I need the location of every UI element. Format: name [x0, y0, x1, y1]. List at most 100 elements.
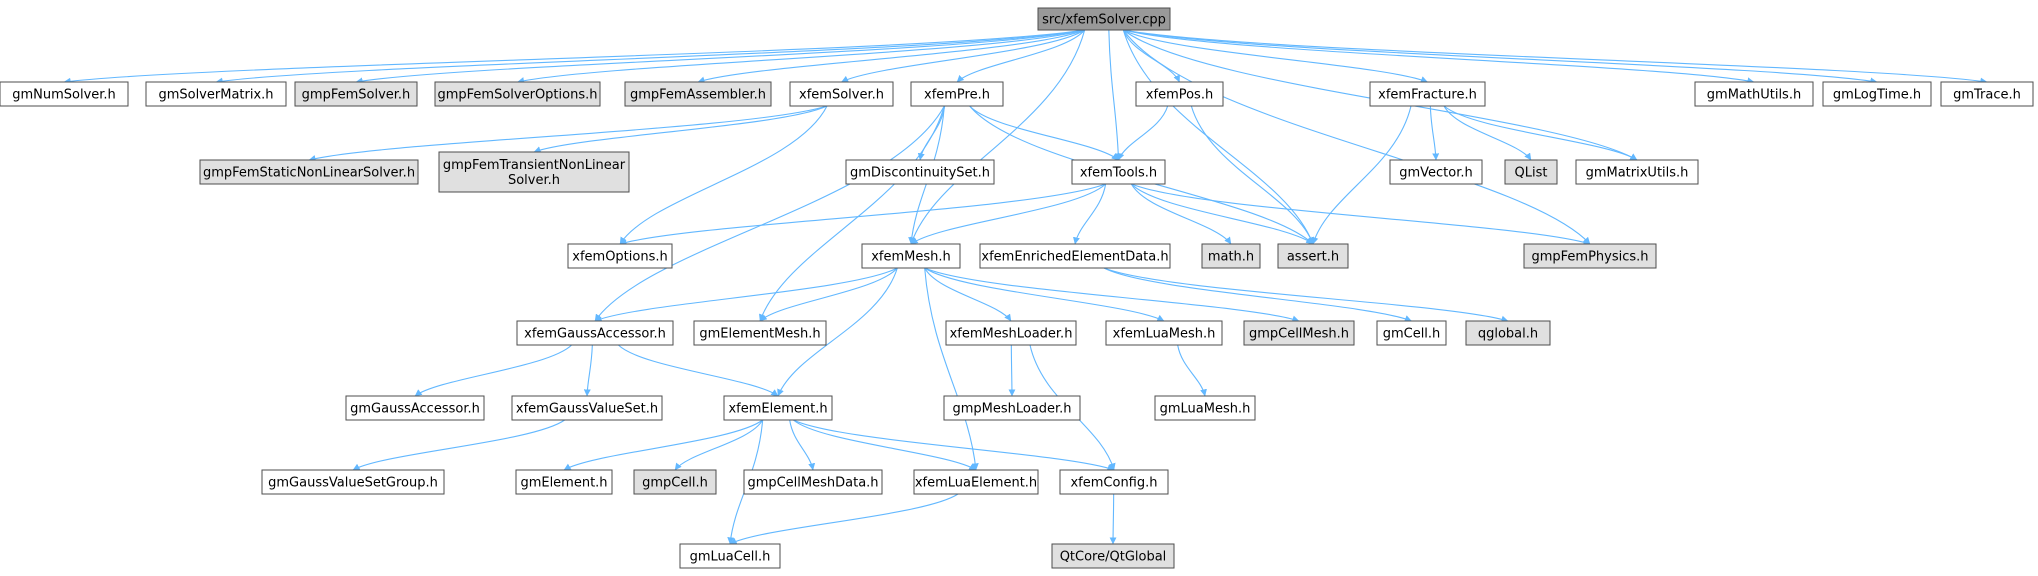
edge-xfemMesh-to-gmpCellMesh — [924, 267, 1300, 323]
node-label: xfemPos.h — [1146, 88, 1213, 103]
node-xfemTools[interactable]: xfemTools.h — [1071, 159, 1166, 185]
node-box — [1051, 543, 1175, 569]
node-gmMatrixUtils[interactable]: gmMatrixUtils.h — [1575, 159, 1699, 185]
node-gmLuaMesh[interactable]: gmLuaMesh.h — [1154, 395, 1256, 421]
edge-xfemPre-to-xfemGaussAccessor — [594, 105, 945, 322]
node-label: xfemConfig.h — [1070, 476, 1157, 491]
node-label: xfemPre.h — [924, 88, 990, 103]
node-box — [1389, 159, 1483, 185]
node-label: gmpCell.h — [642, 476, 708, 491]
node-box — [1154, 395, 1256, 421]
node-xfemMesh[interactable]: xfemMesh.h — [861, 243, 961, 269]
edge-xfemGaussAccessor-to-gmGaussAccessor — [414, 344, 573, 397]
node-label: qglobal.h — [1478, 327, 1538, 342]
edge-xfemTools-to-xfemOptions — [619, 183, 1106, 246]
node-xfemLuaElement[interactable]: xfemLuaElement.h — [913, 469, 1039, 495]
node-gmGaussValueSetGroup[interactable]: gmGaussValueSetGroup.h — [261, 469, 445, 495]
node-gmLogTime[interactable]: gmLogTime.h — [1822, 81, 1932, 107]
node-gmElement[interactable]: gmElement.h — [515, 469, 613, 495]
edge-root-to-xfemPre — [956, 29, 1086, 83]
node-gmGaussAccessor[interactable]: gmGaussAccessor.h — [345, 395, 485, 421]
edge-xfemEnrichedElementData-to-gmCell — [1103, 267, 1412, 322]
node-xfemLuaMesh[interactable]: xfemLuaMesh.h — [1105, 320, 1223, 346]
edge-xfemConfig-to-QtGlobal — [1109, 493, 1117, 545]
node-box — [434, 81, 601, 107]
node-box — [1694, 81, 1814, 107]
node-gmCell[interactable]: gmCell.h — [1376, 320, 1447, 346]
node-gmMathUtils[interactable]: gmMathUtils.h — [1694, 81, 1814, 107]
node-label: xfemGaussAccessor.h — [524, 327, 666, 342]
node-gmTrace[interactable]: gmTrace.h — [1940, 81, 2034, 107]
node-label: gmElement.h — [520, 476, 607, 491]
node-box — [1575, 159, 1699, 185]
node-label: gmMatrixUtils.h — [1586, 166, 1689, 181]
node-label: QList — [1515, 166, 1548, 181]
node-box — [789, 81, 894, 107]
node-label: xfemSolver.h — [799, 88, 884, 103]
node-gmpFemAssembler: gmpFemAssembler.h — [624, 81, 772, 107]
edge-root-to-gmMathUtils — [1123, 29, 1755, 85]
node-box — [1105, 320, 1223, 346]
node-label: gmLuaMesh.h — [1160, 402, 1251, 417]
node-box — [516, 320, 674, 346]
edge-xfemGaussAccessor-to-xfemGaussValueSet — [583, 344, 593, 397]
node-label: xfemMesh.h — [871, 250, 951, 265]
node-gmpMeshLoader[interactable]: gmpMeshLoader.h — [943, 395, 1081, 421]
edge-root-to-xfemFracture — [1123, 29, 1428, 83]
edge-xfemMesh-to-xfemLuaElement — [924, 267, 979, 471]
edge-xfemFracture-to-QList — [1443, 105, 1532, 161]
node-gmpCellMesh: gmpCellMesh.h — [1243, 320, 1355, 346]
edge-xfemEnrichedElementData-to-qglobal — [1103, 267, 1509, 323]
edge-xfemFracture-to-gmVector — [1429, 105, 1440, 161]
node-label: src/xfemSolver.cpp — [1042, 13, 1166, 28]
node-xfemGaussAccessor[interactable]: xfemGaussAccessor.h — [516, 320, 674, 346]
edge-xfemFracture-to-assert — [1311, 105, 1412, 245]
edge-xfemElement-to-gmpCellMeshData — [789, 419, 816, 471]
node-xfemMeshLoader[interactable]: xfemMeshLoader.h — [945, 320, 1077, 346]
node-xfemSolver[interactable]: xfemSolver.h — [789, 81, 894, 107]
node-label: gmGaussValueSetGroup.h — [268, 476, 438, 491]
node-gmVector[interactable]: gmVector.h — [1389, 159, 1483, 185]
node-xfemGaussValueSet[interactable]: xfemGaussValueSet.h — [511, 395, 663, 421]
node-qglobal: qglobal.h — [1465, 320, 1551, 346]
node-xfemConfig[interactable]: xfemConfig.h — [1059, 469, 1169, 495]
node-gmSolverMatrix[interactable]: gmSolverMatrix.h — [145, 81, 287, 107]
node-label: gmNumSolver.h — [12, 88, 116, 103]
node-gmNumSolver[interactable]: gmNumSolver.h — [0, 81, 129, 107]
node-root[interactable]: src/xfemSolver.cpp — [1037, 7, 1171, 31]
node-box — [743, 469, 883, 495]
edge-xfemMesh-to-xfemElement — [777, 267, 898, 397]
node-box — [1465, 320, 1551, 346]
node-xfemPos[interactable]: xfemPos.h — [1135, 81, 1224, 107]
node-label: gmpFemTransientNonLinear — [443, 158, 626, 173]
node-xfemElement[interactable]: xfemElement.h — [723, 395, 833, 421]
node-box — [979, 243, 1171, 269]
edge-xfemMesh-to-gmElementMesh — [759, 267, 898, 322]
node-box — [261, 469, 445, 495]
node-xfemPre[interactable]: xfemPre.h — [910, 81, 1004, 107]
node-QtGlobal: QtCore/QtGlobal — [1051, 543, 1175, 569]
node-xfemOptions[interactable]: xfemOptions.h — [567, 243, 673, 269]
edge-xfemMeshLoader-to-gmpMeshLoader — [1008, 344, 1016, 397]
node-gmpCellMeshData[interactable]: gmpCellMeshData.h — [743, 469, 883, 495]
node-box — [1071, 159, 1166, 185]
edge-xfemPos-to-xfemTools — [1117, 105, 1169, 161]
node-gmpFemSolverOptions: gmpFemSolverOptions.h — [434, 81, 601, 107]
node-assert: assert.h — [1277, 243, 1349, 269]
node-box — [1504, 159, 1558, 185]
node-gmDiscontinuitySet[interactable]: gmDiscontinuitySet.h — [845, 159, 995, 185]
node-label: gmGaussAccessor.h — [350, 402, 480, 417]
edge-xfemSolver-to-gmpFemStatic — [308, 105, 828, 162]
node-box — [1369, 81, 1486, 107]
node-xfemFracture[interactable]: xfemFracture.h — [1369, 81, 1486, 107]
node-box — [845, 159, 995, 185]
node-xfemEnrichedElementData[interactable]: xfemEnrichedElementData.h — [979, 243, 1171, 269]
node-box — [1376, 320, 1447, 346]
node-QList: QList — [1504, 159, 1558, 185]
node-gmLuaCell[interactable]: gmLuaCell.h — [679, 543, 781, 569]
node-gmElementMesh[interactable]: gmElementMesh.h — [693, 320, 827, 346]
node-label: gmpFemSolverOptions.h — [438, 88, 598, 103]
node-box — [0, 81, 129, 107]
edge-root-to-gmSolverMatrix — [215, 29, 1085, 85]
edge-xfemPos-to-assert — [1190, 105, 1314, 245]
